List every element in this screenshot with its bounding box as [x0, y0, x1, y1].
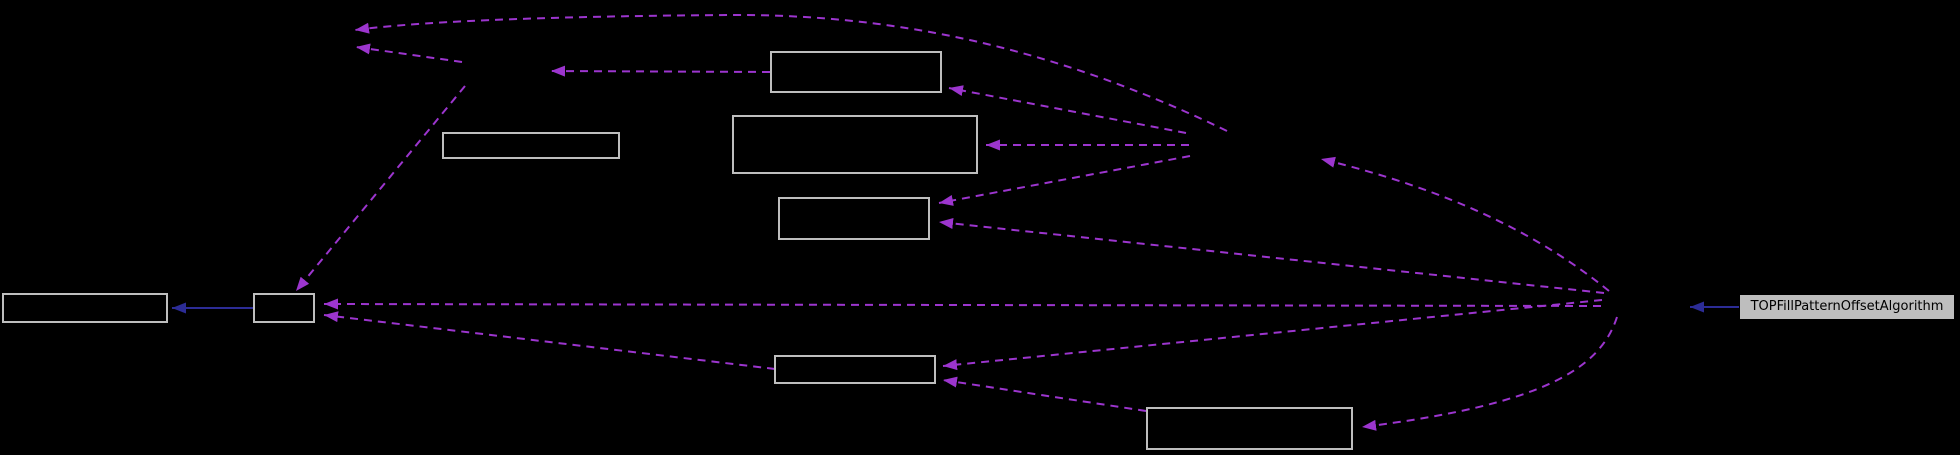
edge-right-down-curve — [1361, 316, 1618, 431]
edge-to-middle-box-upper — [938, 155, 1191, 206]
edge-diagonal-to-small-box-top — [295, 85, 466, 292]
edge-right-up-curve — [1320, 156, 1610, 292]
node-box-top[interactable] — [770, 51, 942, 93]
edge-top-arc — [354, 13, 1228, 132]
node-box-far-left[interactable] — [2, 293, 168, 323]
edge-bottomright-to-lowermid — [942, 376, 1147, 412]
node-box-mid-left[interactable] — [442, 132, 620, 159]
current-class-node: TOPFillPatternOffsetAlgorithm — [1740, 295, 1954, 319]
edge-to-top-box — [948, 85, 1187, 134]
edge-to-lowermid-box — [942, 299, 1603, 371]
node-box-small-left[interactable] — [253, 293, 315, 323]
edge-long-horizontal — [323, 298, 1602, 310]
edge-to-middle-box-lower — [938, 218, 1605, 294]
edge-from-top-box-left — [550, 65, 771, 77]
node-box-lower-mid[interactable] — [774, 355, 936, 384]
edge-lowermid-to-small-box — [323, 311, 776, 370]
node-box-center[interactable] — [778, 197, 930, 240]
edge-upperleft-short — [355, 43, 463, 63]
node-box-bottom-right[interactable] — [1146, 407, 1353, 450]
node-box-large-center[interactable] — [732, 115, 978, 174]
